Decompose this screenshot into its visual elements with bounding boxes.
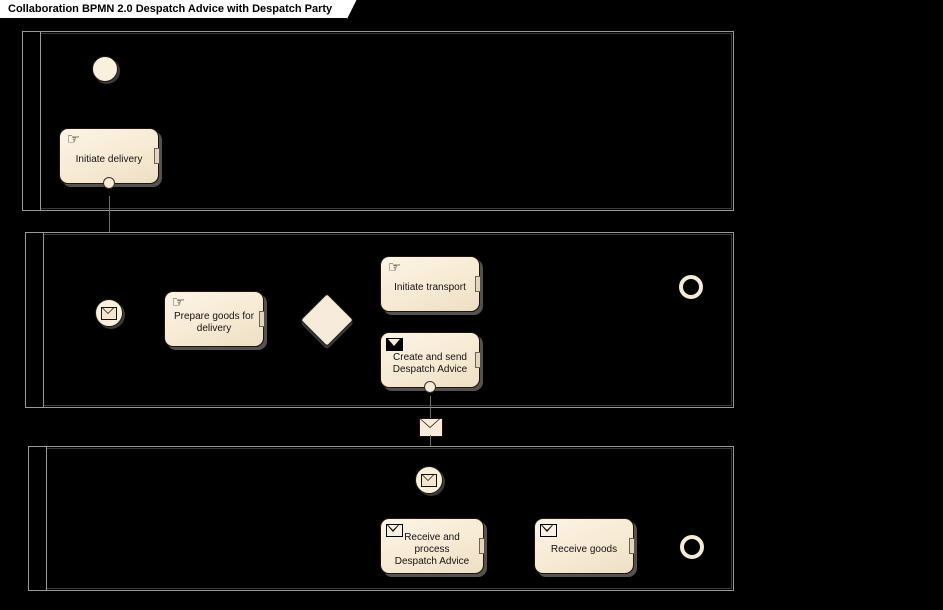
envelope-icon — [421, 473, 437, 487]
diagram-title: Collaboration BPMN 2.0 Despatch Advice w… — [8, 3, 333, 15]
task-create-and-send-despatch-advice[interactable]: Create and send Despatch Advice — [380, 332, 480, 393]
plus-icon — [308, 301, 344, 337]
task-initiate-delivery-label: Initiate delivery — [75, 153, 143, 165]
tab-slant — [347, 0, 358, 19]
end-event-pool-2[interactable] — [679, 275, 703, 299]
task-receive-goods[interactable]: Receive goods — [534, 518, 634, 574]
task-prepare-goods-label: Prepare goods for delivery — [173, 310, 255, 334]
task-output-port[interactable] — [103, 177, 115, 189]
end-event-pool-3[interactable] — [680, 535, 704, 559]
parallel-gateway[interactable] — [300, 293, 354, 347]
pool-2[interactable] — [25, 232, 734, 408]
task-connector-notch — [475, 352, 480, 368]
message-start-event-pool-2[interactable] — [95, 299, 123, 327]
diagram-title-tab[interactable]: Collaboration BPMN 2.0 Despatch Advice w… — [0, 0, 359, 20]
message-flow-envelope-marker — [419, 418, 443, 437]
start-event-circle[interactable] — [92, 56, 118, 82]
task-connector-notch — [475, 276, 480, 292]
envelope-solid-icon — [386, 338, 403, 351]
task-output-port[interactable] — [424, 381, 436, 393]
task-initiate-transport-label: Initiate transport — [394, 281, 466, 293]
task-receive-process-despatch-advice-label: Receive and process Despatch Advice — [394, 531, 470, 567]
pool-3-header[interactable] — [29, 447, 47, 590]
envelope-open-icon — [540, 524, 557, 537]
pool-1-header[interactable] — [23, 32, 41, 210]
task-create-send-despatch-advice-label: Create and send Despatch Advice — [392, 351, 468, 375]
pool-1[interactable] — [22, 31, 734, 211]
envelope-open-icon — [386, 524, 403, 537]
envelope-icon — [101, 306, 117, 320]
message-flow-despatch-advice-upper — [430, 396, 431, 418]
task-connector-notch — [629, 538, 634, 554]
hand-icon: ☞ — [66, 130, 81, 148]
task-receive-and-process-despatch-advice[interactable]: Receive and process Despatch Advice — [380, 518, 484, 574]
task-connector-notch — [479, 538, 484, 554]
hand-icon: ☞ — [171, 293, 186, 311]
task-prepare-goods-for-delivery[interactable]: ☞ Prepare goods for delivery — [164, 291, 264, 347]
task-connector-notch — [154, 148, 159, 164]
pool-2-header[interactable] — [26, 233, 44, 407]
task-initiate-delivery[interactable]: ☞ Initiate delivery — [59, 128, 159, 189]
message-start-event-pool-3[interactable] — [415, 466, 443, 494]
task-receive-goods-label: Receive goods — [550, 543, 618, 555]
task-connector-notch — [259, 311, 264, 327]
task-initiate-transport[interactable]: ☞ Initiate transport — [380, 256, 480, 312]
hand-icon: ☞ — [387, 258, 402, 276]
